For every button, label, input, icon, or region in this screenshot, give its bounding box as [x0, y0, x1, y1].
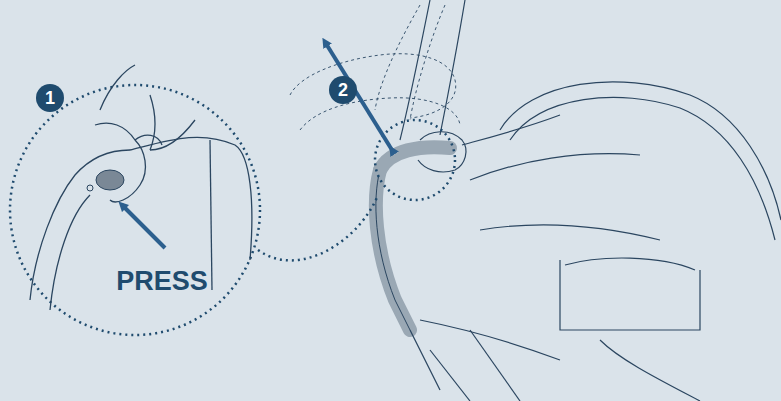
instruction-text: PRESS: [116, 266, 208, 297]
callout-number: 2: [329, 76, 357, 104]
callout-number: 1: [36, 84, 64, 112]
